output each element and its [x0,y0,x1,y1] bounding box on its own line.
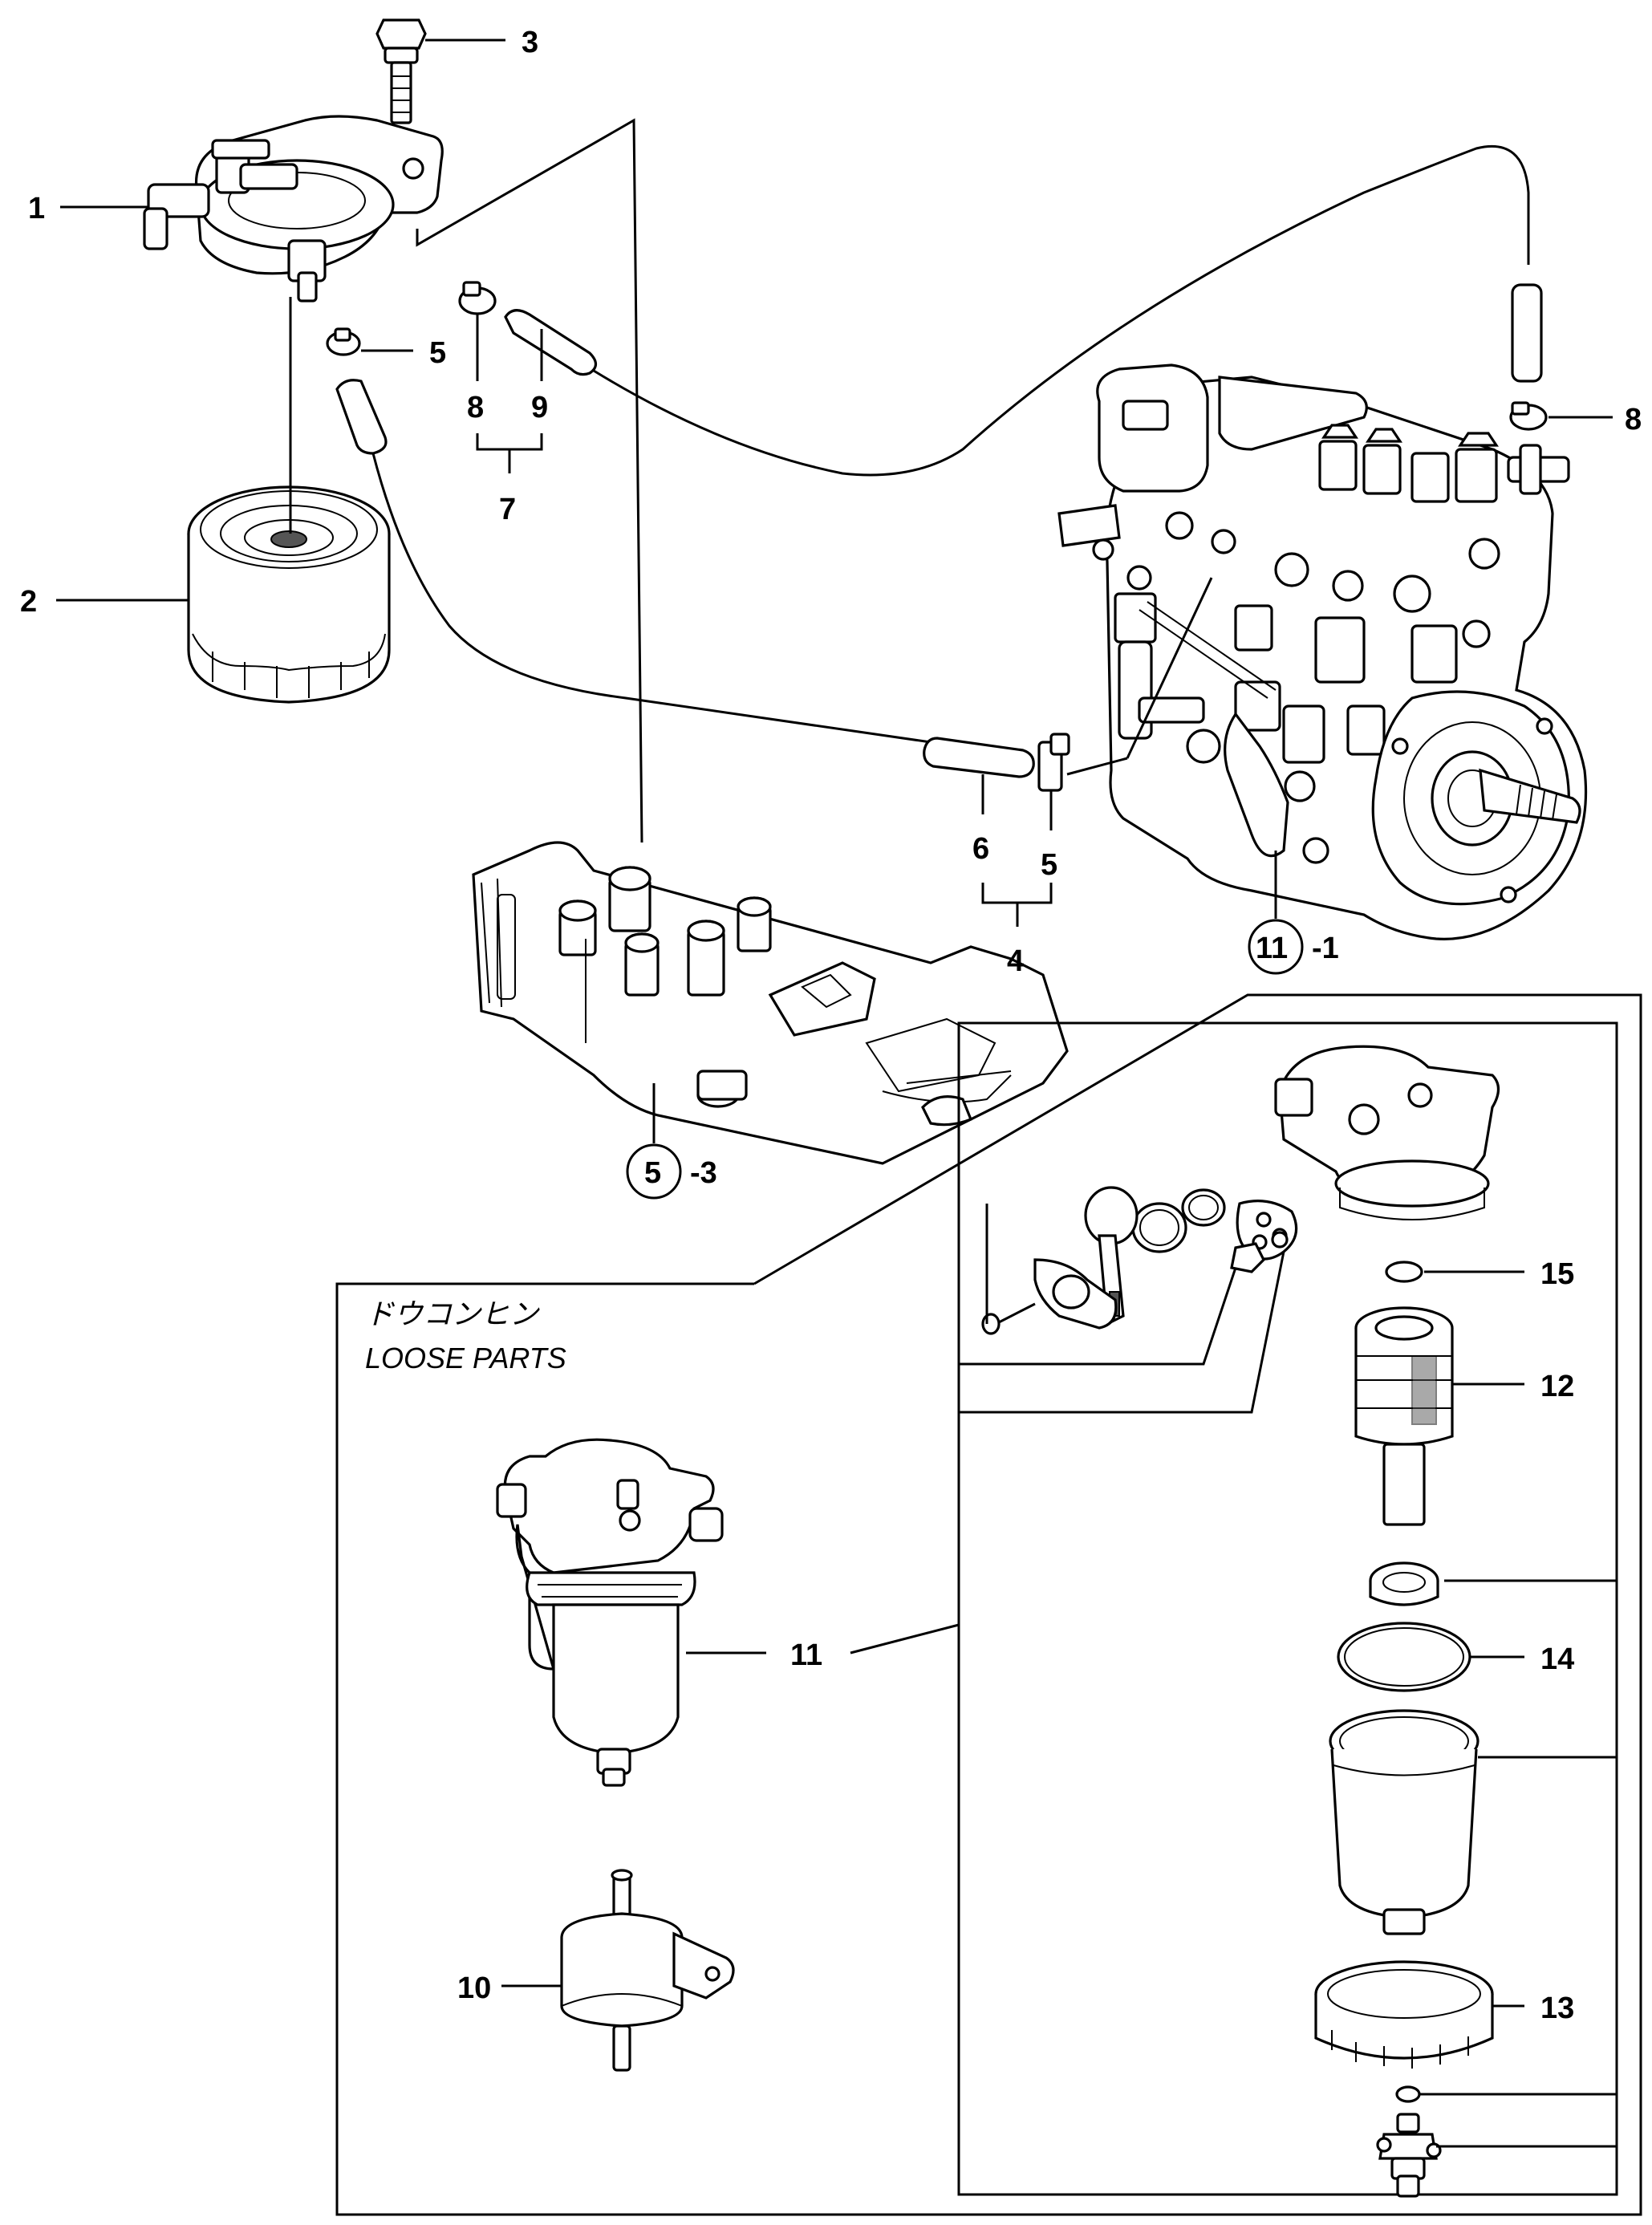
callout-label: 8 [1625,403,1642,436]
callout-label: 6 [972,832,989,866]
callout-label: 10 [457,1971,491,2005]
callout-6: 6 [972,774,989,866]
callout-11: 11 [686,1623,960,1672]
hose-part [504,309,598,376]
callout-label: 12 [1540,1370,1574,1403]
o-ring-large [1337,1622,1471,1692]
callout-9: 9 [531,329,548,424]
ref-block-assembly: 5 -3 [626,1083,717,1200]
filter-head [1274,1045,1500,1220]
o-ring-pair [1131,1188,1226,1253]
callout-label: 11 [790,1638,822,1672]
callout-label: 8 [467,391,484,424]
mounting-block [472,841,1069,1165]
ref-suffix: -3 [690,1156,717,1190]
fuel-filter-element [187,485,391,704]
o-ring-small [1385,1261,1423,1283]
callout-label: 4 [1007,944,1024,978]
callout-5-lower: 5 [1041,790,1057,882]
hose-part [335,379,388,455]
clamp-part [1037,733,1070,792]
callout-label: 14 [1540,1642,1574,1676]
leader-line [1066,757,1128,776]
seal-ring [1369,1561,1439,1606]
callout-label: 7 [499,493,516,526]
loose-parts-frame-outline [335,993,1642,2216]
callout-2: 2 [20,585,189,619]
fuel-line-lower [371,453,932,744]
small-screw [981,1302,1036,1335]
callout-label: 13 [1540,1992,1574,2025]
callout-label: 1 [28,192,45,225]
leader-line [1126,577,1213,759]
clamp-part [458,281,497,315]
bolt-part [375,18,427,124]
filter-cup [1329,1709,1479,1935]
callout-label: 9 [531,391,548,424]
cover-plate [1033,1258,1118,1330]
leader-line [959,1251,1285,1414]
fuel-line-upper [593,144,1530,477]
ref-pump-assembly: 11 -1 [1248,851,1339,975]
leader-line [959,1267,1237,1366]
loose-parts-title-en: LOOSE PARTS [365,1342,566,1374]
o-ring-drain [1395,2085,1421,2103]
callout-3: 3 [425,26,538,59]
callout-15: 15 [1424,1257,1574,1291]
inline-fuel-filter [560,1869,735,2072]
drain-valve [1376,2113,1442,2198]
fuel-filter-assembly [496,1438,724,1787]
loose-parts-inner-frame [957,1021,1618,2196]
callout-14: 14 [1470,1642,1574,1676]
clamp-part [1509,401,1548,431]
callout-8-right: 8 [1548,403,1642,436]
hose-part [923,737,1035,778]
callout-10: 10 [457,1971,562,2005]
callout-label: 5 [429,336,446,370]
loose-parts-title-jp: ドウコンヒン [365,1297,540,1330]
retaining-ring [1314,1960,1494,2069]
callout-label: 5 [1041,848,1057,882]
fuel-filter-bracket [143,115,444,302]
injection-pump [1057,363,1588,940]
ref-number: 11 [1256,932,1288,965]
filter-element [1354,1306,1454,1526]
callout-8-upper: 8 [467,313,484,424]
ref-number: 5 [644,1156,661,1190]
callout-12: 12 [1452,1370,1574,1403]
leader-line [416,118,643,843]
callout-label: 3 [522,26,538,59]
callout-label: 15 [1540,1257,1574,1291]
callout-7-bracket: 7 [476,433,543,526]
callout-label: 2 [20,585,37,619]
callout-5-upper: 5 [361,336,446,370]
clamp-part [326,327,361,356]
callout-1: 1 [28,192,148,225]
ref-suffix: -1 [1312,932,1339,965]
drain-plug [1230,1231,1289,1273]
callout-13: 13 [1492,1992,1574,2025]
callout-4-bracket: 4 [981,883,1053,978]
hose-part [1511,283,1543,383]
